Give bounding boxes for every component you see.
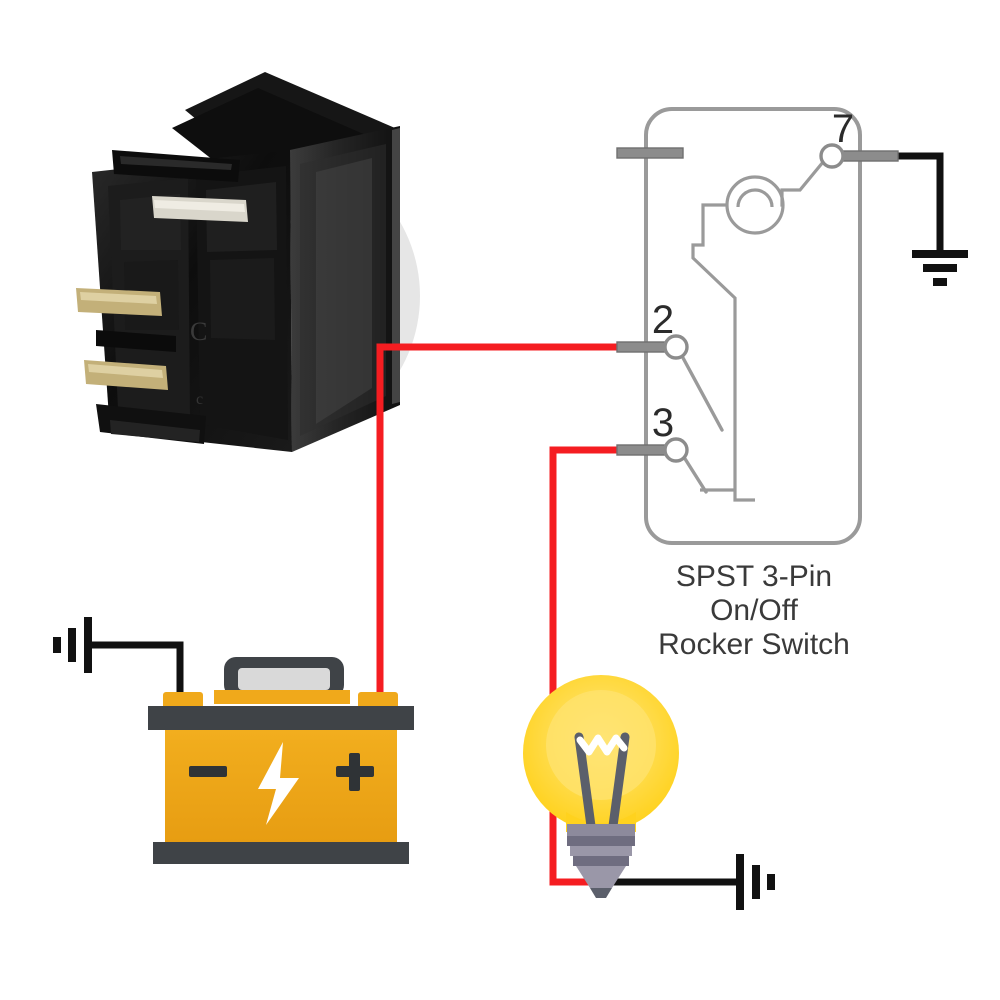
power-wires bbox=[376, 343, 629, 886]
contact-arm-2 bbox=[680, 354, 724, 432]
battery-base bbox=[153, 842, 409, 864]
terminal-label-2: 2 bbox=[652, 298, 674, 342]
svg-text:c: c bbox=[196, 391, 203, 408]
switch-body-outline bbox=[644, 107, 862, 545]
contact-arm-3 bbox=[680, 452, 708, 494]
rocker-switch-photo: C c bbox=[76, 72, 400, 452]
ground-symbol-lamp bbox=[736, 854, 775, 910]
wire-battery-to-ground bbox=[84, 641, 184, 704]
wire-battery-to-terminal2 bbox=[376, 343, 629, 704]
wire-terminal3-to-lamp bbox=[549, 446, 629, 886]
battery-handle-inset bbox=[238, 668, 330, 690]
switch-indicator-circle bbox=[725, 175, 785, 235]
ground-wires bbox=[84, 152, 944, 886]
terminal-node-7 bbox=[819, 143, 845, 169]
battery-positive-post bbox=[358, 692, 398, 710]
ground-symbol-battery bbox=[53, 617, 92, 673]
battery-bolt-icon bbox=[258, 742, 299, 825]
terminal-label-7: 7 bbox=[832, 107, 854, 151]
ground-symbol-switch bbox=[912, 250, 968, 286]
terminal-node-2 bbox=[663, 334, 689, 360]
battery-minus-sign bbox=[189, 766, 227, 777]
battery-negative-post bbox=[163, 692, 203, 710]
svg-text:C: C bbox=[190, 317, 207, 346]
switch-indicator-arc bbox=[736, 188, 774, 208]
terminal-label-3: 3 bbox=[652, 401, 674, 445]
battery-top-bar bbox=[148, 706, 414, 730]
wire-terminal7-to-ground bbox=[876, 152, 944, 254]
caption-line-1: SPST 3-Pin bbox=[676, 560, 832, 593]
light-bulb bbox=[523, 675, 679, 898]
bulb-filament bbox=[576, 734, 628, 756]
caption-line-2: On/Off bbox=[710, 594, 798, 627]
terminal-node-3 bbox=[663, 437, 689, 463]
battery-plus-sign bbox=[349, 753, 360, 791]
spst-switch-schematic bbox=[616, 107, 899, 545]
bulb-filament-wires bbox=[574, 732, 630, 831]
car-battery bbox=[148, 657, 414, 864]
switch-caption: SPST 3-Pin On/Off Rocker Switch bbox=[658, 560, 850, 661]
caption-line-3: Rocker Switch bbox=[658, 628, 850, 661]
bulb-base bbox=[567, 824, 635, 898]
